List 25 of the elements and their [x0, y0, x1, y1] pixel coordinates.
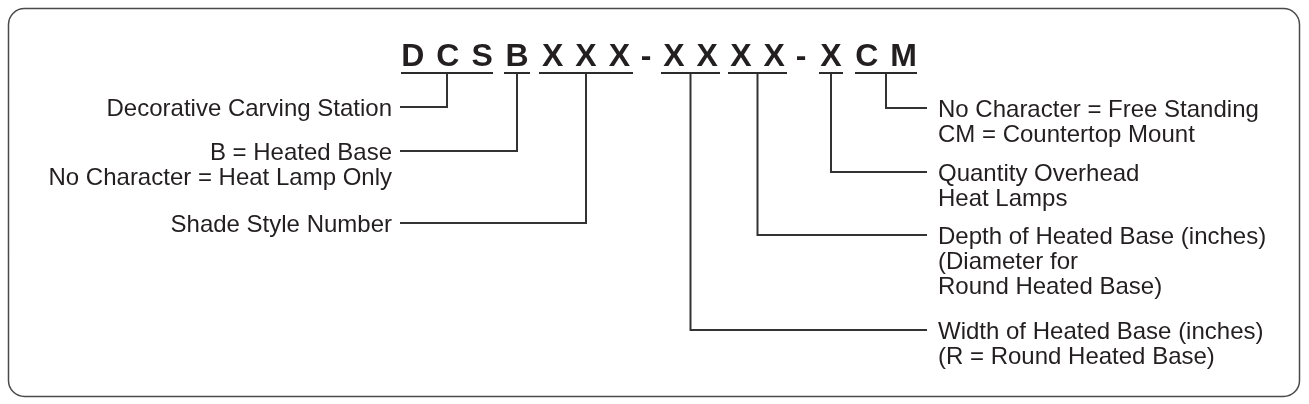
model-code-segment: XX [661, 39, 720, 74]
leader-line [689, 73, 928, 331]
description-text: Depth of Heated Base (inches) [938, 222, 1267, 248]
leader-line [885, 73, 928, 109]
code-hyphen: - [794, 39, 808, 71]
description-text: B = Heated Base [208, 138, 392, 164]
description-text: CM = Countertop Mount [938, 120, 1195, 146]
leader-line [830, 73, 928, 173]
model-code-segment: DCS [401, 39, 493, 74]
model-code-segment: XXX [539, 39, 633, 74]
description-text: Quantity Overhead Heat Lamps [938, 159, 1140, 210]
leader-line [399, 73, 448, 108]
model-code-segment: B [504, 39, 530, 74]
code-hyphen: - [639, 39, 653, 71]
leader-line [399, 73, 587, 224]
description-text: Shade Style Number [170, 210, 392, 236]
description-text: Width of Heated Base (inches) [938, 317, 1264, 343]
leader-line [756, 73, 928, 236]
leader-line [399, 73, 518, 152]
description-text: Decorative Carving Station [106, 94, 392, 120]
description-text: No Character = Heat Lamp Only [48, 163, 392, 189]
model-code-segment: CM [855, 39, 917, 74]
model-code-segment: X [819, 39, 843, 74]
model-code-segment: XX [728, 39, 787, 74]
description-text: No Character = Free Standing [938, 95, 1259, 121]
